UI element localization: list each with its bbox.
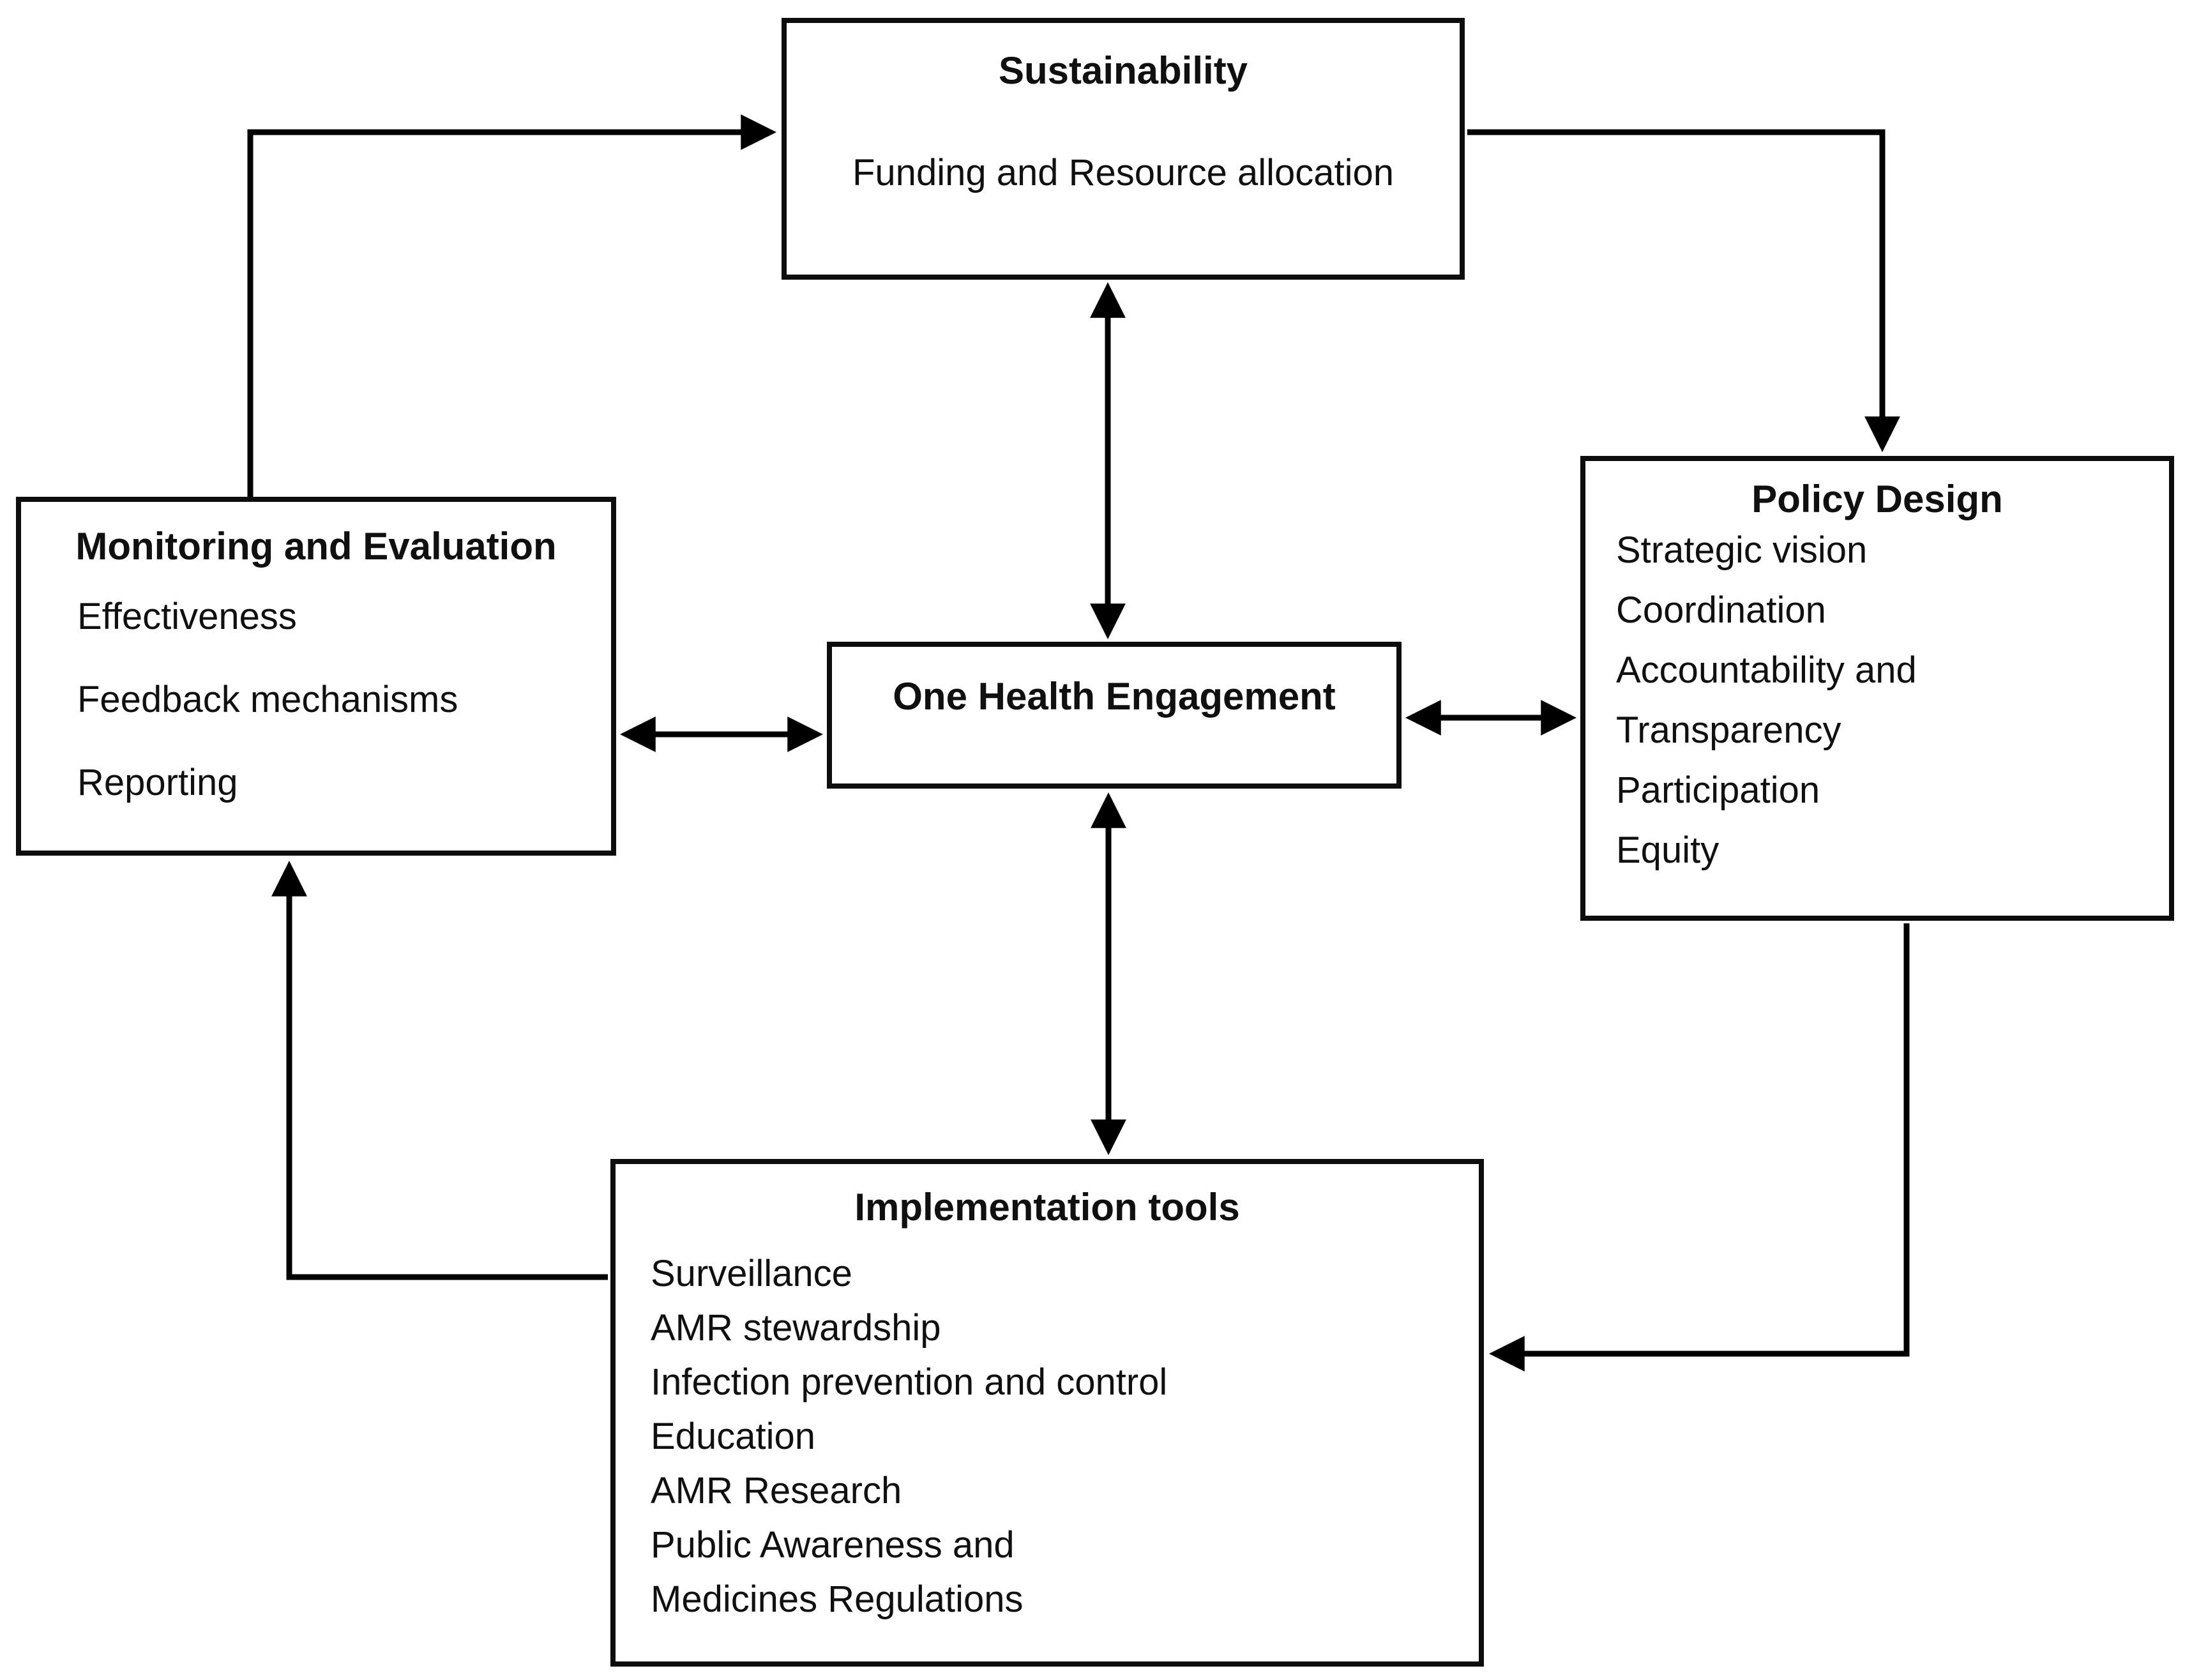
list-item: Strategic vision: [1616, 529, 1868, 571]
sustainability-title: Sustainability: [998, 49, 1248, 92]
list-item: AMR stewardship: [651, 1307, 941, 1349]
sustainability-body: Funding and Resource allocation: [852, 152, 1394, 193]
list-item: Surveillance: [651, 1253, 852, 1294]
list-item: Education: [651, 1416, 815, 1457]
arrow-sustainability-to-policy-design: [1467, 129, 1900, 453]
implementation-tools-title: Implementation tools: [854, 1186, 1240, 1229]
list-item: Accountability and: [1616, 649, 1917, 691]
list-item: Coordination: [1616, 589, 1826, 631]
box-sustainability: Sustainability Funding and Resource allo…: [782, 18, 1465, 280]
list-item: Effectiveness: [77, 596, 297, 637]
box-policy-design: Policy Design Strategic vision Coordinat…: [1580, 456, 2174, 921]
arrow-implementation-to-monitoring: [271, 860, 608, 1280]
list-item: Infection prevention and control: [651, 1361, 1168, 1403]
box-implementation-tools: Implementation tools Surveillance AMR st…: [610, 1159, 1484, 1667]
box-monitoring-and-evaluation: Monitoring and Evaluation Effectiveness …: [16, 497, 616, 856]
monitoring-and-evaluation-title: Monitoring and Evaluation: [75, 525, 557, 568]
list-item: Equity: [1616, 829, 1720, 871]
box-one-health-engagement: One Health Engagement: [827, 642, 1402, 789]
list-item: Transparency: [1616, 709, 1841, 751]
monitoring-and-evaluation-items: Effectiveness Feedback mechanisms Report…: [21, 594, 611, 806]
implementation-tools-items: Surveillance AMR stewardship Infection p…: [616, 1251, 1479, 1623]
list-item: Medicines Regulations: [651, 1578, 1024, 1620]
one-health-engagement-title: One Health Engagement: [893, 675, 1336, 718]
list-item: Reporting: [77, 762, 238, 803]
arrow-policy-design-to-implementation: [1488, 923, 1910, 1372]
arrow-monitoring-to-sustainability: [247, 114, 777, 498]
policy-design-items: Strategic vision Coordination Accountabi…: [1585, 527, 2169, 874]
list-item: Feedback mechanisms: [77, 679, 458, 720]
list-item: Public Awareness and: [651, 1524, 1015, 1566]
list-item: Participation: [1616, 769, 1820, 811]
policy-design-title: Policy Design: [1751, 478, 2003, 520]
list-item: AMR Research: [651, 1470, 902, 1511]
